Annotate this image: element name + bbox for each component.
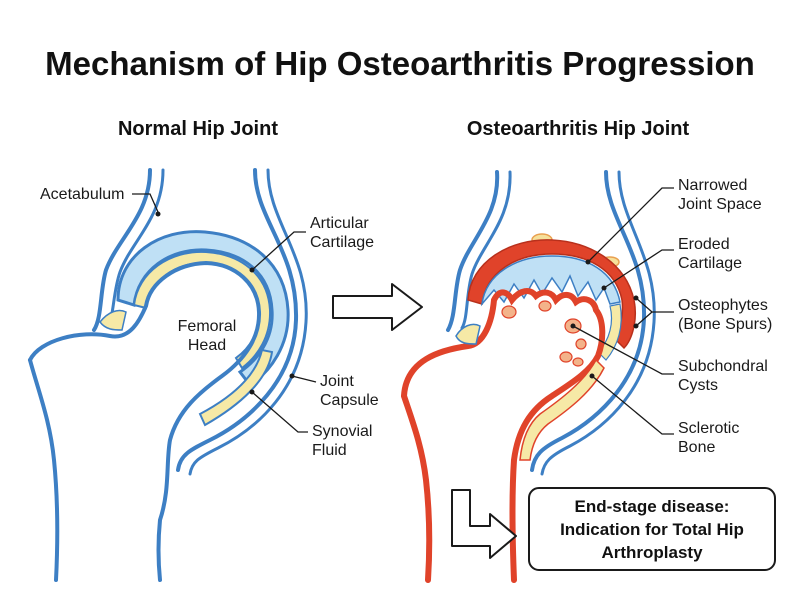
oa-capsule-wall-outer: [530, 170, 647, 472]
leader-joint-capsule: [291, 375, 317, 383]
normal-femur-outline: [28, 260, 262, 582]
leader-narrowed-joint-space: [587, 187, 674, 263]
outcome-line1: End-stage disease:: [575, 497, 730, 516]
oa-pelvis-inner: [460, 170, 512, 330]
label-joint-capsule-line1: Joint: [320, 373, 354, 390]
label-cysts-line1: Subchondral: [678, 358, 768, 375]
oa-hip-illustration: [401, 170, 656, 583]
normal-pelvis-outline: [92, 168, 152, 332]
oa-pelvis-outline: [446, 170, 500, 332]
dot-narrowed-joint-space: [585, 259, 591, 265]
label-narrowed-line1: Narrowed: [678, 177, 747, 194]
oa-cyst-1: [501, 305, 517, 319]
oa-cyst-2: [538, 300, 552, 312]
dot-osteophytes-a: [633, 295, 639, 301]
normal-capsule-wall-outer: [176, 168, 299, 472]
leader-acetabulum: [132, 193, 159, 213]
dot-sclerotic-bone: [589, 373, 595, 379]
dot-eroded-cartilage: [601, 285, 607, 291]
oa-sclerotic-head: [401, 288, 606, 583]
leader-articular-cartilage: [251, 231, 306, 271]
oa-cyst-6: [572, 357, 584, 367]
leader-eroded-cartilage: [603, 249, 674, 289]
label-sclerotic-line2: Bone: [678, 439, 715, 456]
label-synovial-line1: Synovial: [312, 423, 372, 440]
oa-neck-cartilage: [519, 358, 605, 461]
dot-subchondral-cysts: [570, 323, 576, 329]
oa-panel-title: Osteoarthritis Hip Joint: [467, 118, 690, 140]
oa-eroded-cartilage: [480, 255, 621, 307]
label-eroded-line1: Eroded: [678, 236, 730, 253]
progression-arrow: [332, 283, 423, 331]
diagram-title: Mechanism of Hip Osteoarthritis Progress…: [45, 45, 755, 82]
label-cysts-line2: Cysts: [678, 377, 718, 394]
leader-synovial-fluid: [251, 391, 308, 433]
normal-capsule-wall-inner: [188, 168, 308, 476]
dot-osteophytes-b: [633, 323, 639, 329]
oa-capsule-wall-inner: [540, 170, 656, 476]
leader-subchondral-cysts: [572, 325, 674, 375]
label-eroded-line2: Cartilage: [678, 255, 742, 272]
label-sclerotic-line1: Sclerotic: [678, 420, 739, 437]
label-osteophytes-line1: Osteophytes: [678, 297, 768, 314]
normal-panel-title: Normal Hip Joint: [118, 118, 278, 140]
oa-labels: Narrowed Joint Space Eroded Cartilage Os…: [570, 177, 772, 456]
oa-cyst-5: [559, 351, 573, 363]
outcome-line3: Arthroplasty: [601, 543, 703, 562]
dot-articular-cartilage: [249, 267, 255, 273]
label-osteophytes-line2: (Bone Spurs): [678, 316, 772, 333]
label-synovial-line2: Fluid: [312, 442, 347, 459]
normal-synovial-fluid: [198, 348, 274, 427]
leader-osteophytes-b: [635, 311, 653, 327]
label-acetabulum: Acetabulum: [40, 186, 125, 203]
label-joint-capsule-line2: Capsule: [320, 392, 379, 409]
oa-rim-cartilage: [455, 323, 481, 345]
normal-labels: Acetabulum Articular Cartilage Femoral H…: [40, 186, 379, 459]
normal-femur-shaft-left: [28, 358, 60, 582]
normal-rim-cartilage: [99, 309, 127, 331]
label-articular-line2: Cartilage: [310, 234, 374, 251]
oa-cyst-4: [575, 338, 587, 350]
oa-femur-shaft-left: [401, 393, 433, 583]
label-narrowed-line2: Joint Space: [678, 196, 762, 213]
label-femoral-head-line1: Femoral: [178, 318, 237, 335]
normal-hip-illustration: [28, 168, 308, 582]
leader-sclerotic-bone: [591, 375, 674, 435]
outcome-arrow: [451, 489, 517, 559]
dot-acetabulum: [155, 211, 161, 217]
label-articular-line1: Articular: [310, 215, 369, 232]
outcome-line2: Indication for Total Hip: [560, 520, 744, 539]
normal-pelvis-inner: [106, 168, 165, 328]
dot-synovial-fluid: [249, 389, 255, 395]
dot-joint-capsule: [289, 373, 295, 379]
label-femoral-head-line2: Head: [188, 337, 226, 354]
outcome-box: [528, 487, 776, 571]
